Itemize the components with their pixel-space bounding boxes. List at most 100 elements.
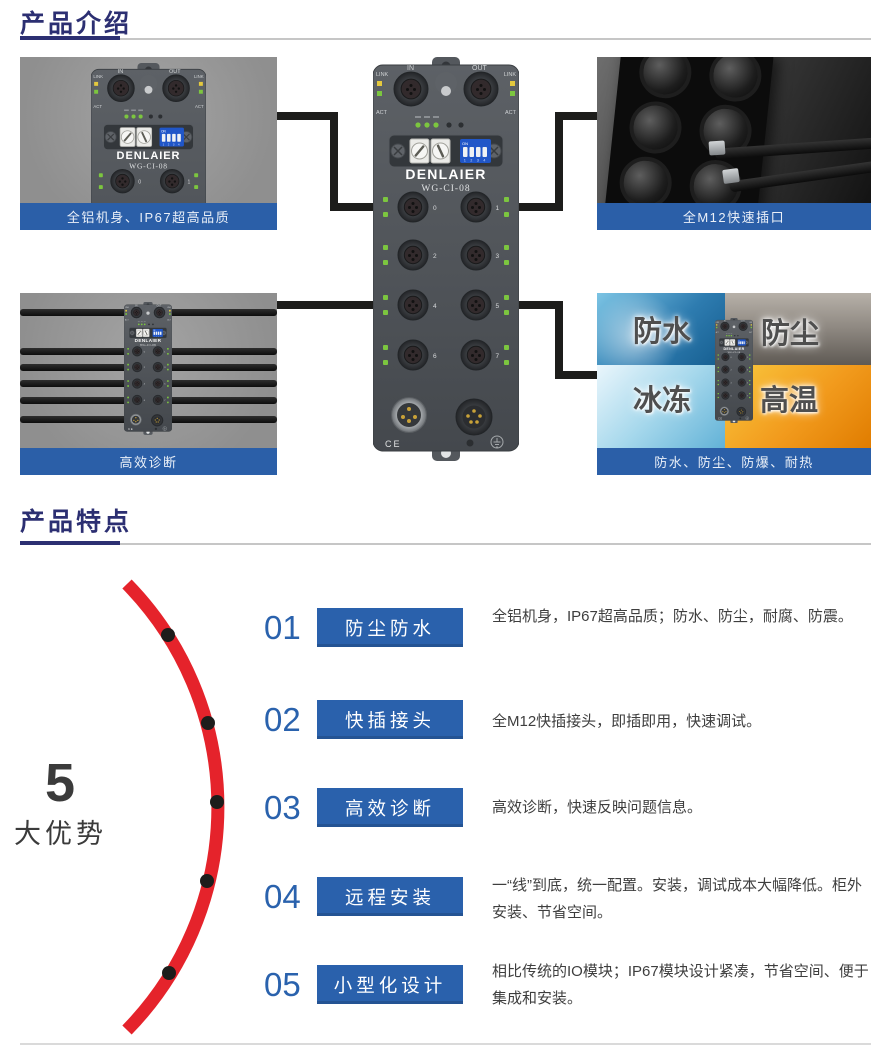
- svg-text:ON: ON: [161, 129, 166, 133]
- svg-text:1 2 3 4: 1 2 3 4: [163, 142, 181, 146]
- svg-text:LINK: LINK: [504, 72, 517, 78]
- svg-text:1 2 3 4: 1 2 3 4: [464, 159, 487, 163]
- feature-index-5: 05: [264, 966, 301, 1003]
- connector-line: [277, 301, 376, 309]
- svg-text:6: 6: [144, 400, 146, 402]
- io-module-graphic: IN OUT LINK LINK ACT ACT: [91, 63, 206, 203]
- svg-text:2: 2: [433, 253, 437, 260]
- svg-text:WG-CI-08: WG-CI-08: [728, 351, 741, 354]
- feature-index-1: 01: [264, 609, 301, 646]
- svg-text:1 2 3 4: 1 2 3 4: [739, 344, 745, 346]
- bottom-divider: [20, 1043, 871, 1045]
- feature-button-diagnostics[interactable]: 高效诊断: [317, 788, 463, 827]
- svg-text:LINK: LINK: [125, 307, 130, 309]
- connector-nut: [722, 167, 740, 185]
- feature-button-quick-plug[interactable]: 快插接头: [317, 700, 463, 739]
- svg-text:OUT: OUT: [741, 320, 746, 322]
- svg-text:6: 6: [433, 353, 437, 360]
- svg-text:LINK: LINK: [376, 72, 389, 78]
- svg-text:2: 2: [144, 367, 146, 369]
- connector-line: [277, 112, 338, 120]
- svg-text:DENLAIER: DENLAIER: [117, 150, 181, 162]
- intro-title: 产品介绍: [20, 10, 133, 38]
- advantages-arc: [122, 579, 225, 1035]
- connector-nut: [708, 140, 726, 156]
- svg-text:0: 0: [144, 351, 146, 353]
- svg-text:DENLAIER: DENLAIER: [723, 347, 744, 351]
- features-rule-gray: [120, 543, 871, 545]
- svg-text:5: 5: [747, 382, 748, 384]
- svg-text:LINK: LINK: [716, 322, 719, 324]
- svg-text:LINK: LINK: [167, 307, 172, 309]
- m12-socket: [706, 57, 764, 105]
- io-module-graphic: IN OUT LINK LINK ACT ACT: [715, 318, 753, 424]
- svg-text:OUT: OUT: [157, 305, 162, 307]
- connector-line: [516, 301, 563, 309]
- io-module-graphic: IN OUT LINK LINK ACT ACT: [124, 302, 172, 435]
- feature-button-remote-install[interactable]: 远程安装: [317, 877, 463, 916]
- svg-text:ACT: ACT: [125, 319, 129, 322]
- label-waterproof: 防水: [632, 316, 692, 348]
- svg-text:7: 7: [496, 353, 500, 360]
- connector-line: [330, 112, 338, 211]
- connector-line: [516, 203, 563, 211]
- svg-text:1: 1: [164, 351, 166, 353]
- svg-text:6: 6: [731, 395, 732, 397]
- svg-text:CE: CE: [718, 418, 722, 420]
- feature-desc-3: 高效诊断，快速反映问题信息。: [492, 799, 703, 816]
- feature-button-dustproof[interactable]: 防尘防水: [317, 608, 463, 647]
- label-dustproof: 防尘: [760, 318, 820, 350]
- caption-weatherproof: 防水、防尘、防爆、耐热: [597, 448, 871, 475]
- svg-text:4: 4: [433, 303, 437, 310]
- svg-text:ACT: ACT: [376, 110, 388, 116]
- label-freeze: 冰冻: [632, 385, 692, 417]
- svg-text:LINK: LINK: [749, 322, 752, 324]
- svg-text:ACT: ACT: [505, 110, 517, 116]
- svg-text:DENLAIER: DENLAIER: [135, 338, 162, 343]
- svg-text:0: 0: [433, 205, 437, 212]
- m12-socket: [617, 154, 675, 203]
- svg-text:0: 0: [138, 180, 141, 186]
- feature-desc-2: 全M12快插接头，即插即用，快速调试。: [492, 713, 762, 730]
- svg-text:7: 7: [164, 400, 166, 402]
- advantage-count: 5: [44, 753, 76, 813]
- svg-text:IN: IN: [724, 320, 727, 322]
- svg-text:LINK: LINK: [93, 74, 103, 79]
- svg-text:ACT: ACT: [167, 319, 171, 322]
- connector-line: [555, 112, 563, 211]
- caption-m12-ports: 全M12快速插口: [597, 203, 871, 230]
- svg-text:ON: ON: [462, 141, 468, 146]
- photo-diagnostics: IN OUT LINK LINK ACT ACT: [20, 293, 277, 448]
- svg-text:0: 0: [731, 357, 732, 359]
- feature-desc-5: 相比传统的IO模块；IP67模块设计紧凑，节省空间、便于集成和安装。: [492, 963, 869, 1007]
- connector-line: [555, 112, 597, 120]
- m12-socket: [626, 98, 685, 157]
- connector-line: [555, 371, 597, 379]
- feature-button-compact-design[interactable]: 小型化设计: [317, 965, 463, 1004]
- svg-text:3: 3: [747, 369, 748, 371]
- svg-text:2: 2: [731, 369, 732, 371]
- photo-weatherproof: 防水 防尘 冰冻 高温 IN OUT LINK LINK ACT ACT: [597, 293, 871, 448]
- svg-text:1: 1: [187, 180, 190, 186]
- svg-text:4: 4: [144, 384, 146, 386]
- quadrant-waterproof: [597, 293, 725, 365]
- svg-text:7: 7: [747, 395, 748, 397]
- photo-aluminum-body: IN OUT LINK LINK ACT ACT: [20, 57, 277, 203]
- quadrant-freeze: [597, 365, 725, 448]
- svg-text:CE: CE: [385, 439, 402, 449]
- connector-line: [555, 301, 563, 379]
- features-rule-accent: [20, 541, 120, 545]
- svg-text:4: 4: [731, 382, 732, 384]
- svg-text:ON: ON: [738, 340, 740, 342]
- advantage-count-label: 大优势: [14, 819, 107, 849]
- svg-text:LINK: LINK: [194, 74, 204, 79]
- svg-text:IN: IN: [407, 65, 414, 72]
- intro-rule-gray: [120, 38, 871, 40]
- feature-index-4: 04: [264, 878, 301, 915]
- svg-text:1: 1: [496, 205, 500, 212]
- label-heat: 高温: [759, 385, 819, 417]
- svg-text:ON: ON: [153, 330, 155, 332]
- svg-text:OUT: OUT: [169, 69, 181, 75]
- feature-desc-1: 全铝机身，IP67超高品质；防水、防尘，耐腐、防震。: [492, 608, 853, 625]
